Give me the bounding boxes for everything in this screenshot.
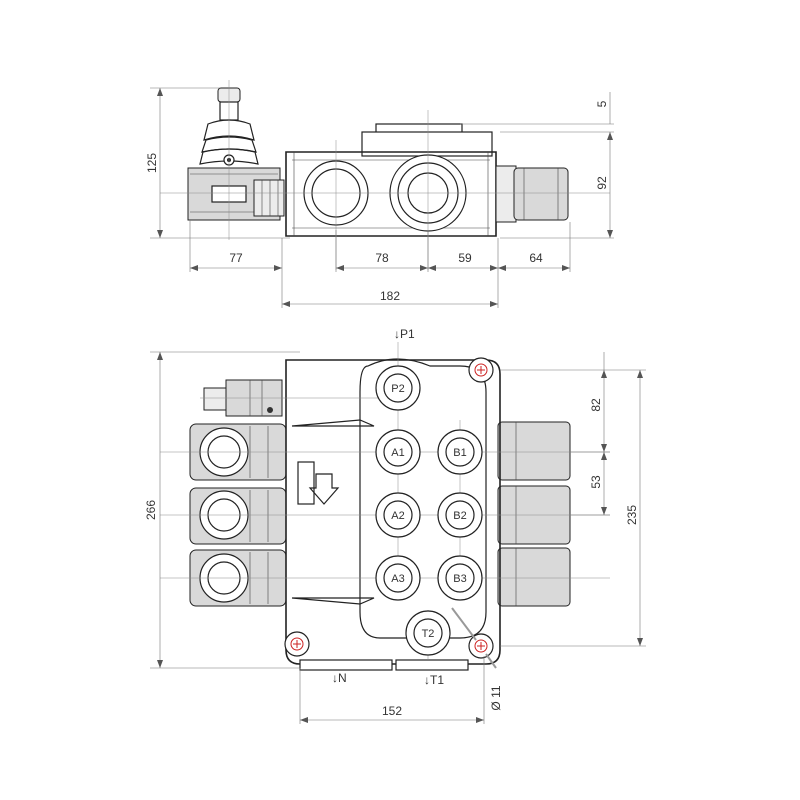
dim-end-64: 64 xyxy=(529,251,543,265)
dim-height-266: 266 xyxy=(144,500,158,520)
port-label-a2: A2 xyxy=(391,510,404,522)
lever-section-2 xyxy=(189,487,287,545)
mounting-hole-icon xyxy=(284,631,310,657)
port-a1: A1 xyxy=(375,429,421,475)
valve-body-top xyxy=(285,123,569,237)
port-p2: P2 xyxy=(375,365,421,411)
marker-n: ↓N xyxy=(332,671,347,685)
dim-body-182: 182 xyxy=(380,289,400,303)
mounting-hole-icon xyxy=(468,633,494,659)
lever-handle xyxy=(187,87,285,221)
dim-offset-5: 5 xyxy=(595,100,609,107)
port-a2: A2 xyxy=(375,492,421,538)
port-label-a1: A1 xyxy=(391,447,404,459)
arrow-flow-icon xyxy=(297,461,340,505)
dim-spacing-78: 78 xyxy=(375,251,389,265)
dim-width-152: 152 xyxy=(382,704,402,718)
ports: P2 A1 B1 A2 B2 xyxy=(375,365,483,656)
port-label-t2: T2 xyxy=(422,628,435,640)
marker-t1: ↓T1 xyxy=(424,673,444,687)
dim-section-53: 53 xyxy=(589,475,603,489)
lever-stubs xyxy=(189,379,287,607)
top-dimensions: 125 5 92 77 78 59 64 xyxy=(145,87,614,308)
dim-lever-77: 77 xyxy=(229,251,243,265)
port-label-b3: B3 xyxy=(453,573,466,585)
front-dimensions: 266 82 53 235 152 Ø 11 xyxy=(144,351,646,724)
port-a3: A3 xyxy=(375,555,421,601)
end-caps xyxy=(497,421,571,607)
dim-hole-11: Ø 11 xyxy=(489,685,503,710)
front-view: P2 A1 B1 A2 B2 xyxy=(144,327,646,724)
dim-height-125: 125 xyxy=(145,153,159,173)
port-b2: B2 xyxy=(437,492,483,538)
port-b1: B1 xyxy=(437,429,483,475)
marker-p1: ↓P1 xyxy=(394,327,415,341)
dim-spacing-59: 59 xyxy=(458,251,472,265)
dim-first-82: 82 xyxy=(589,398,603,412)
mounting-hole-icon xyxy=(468,357,494,383)
port-t2: T2 xyxy=(405,610,451,656)
valve-body-front xyxy=(285,358,501,671)
port-label-p2: P2 xyxy=(391,383,404,395)
top-view: 125 5 92 77 78 59 64 xyxy=(145,80,614,308)
dim-body-92: 92 xyxy=(595,176,609,190)
dim-mount-235: 235 xyxy=(625,505,639,525)
port-label-b1: B1 xyxy=(453,447,466,459)
port-b3: B3 xyxy=(437,555,483,601)
port-label-b2: B2 xyxy=(453,510,466,522)
port-label-a3: A3 xyxy=(391,573,404,585)
